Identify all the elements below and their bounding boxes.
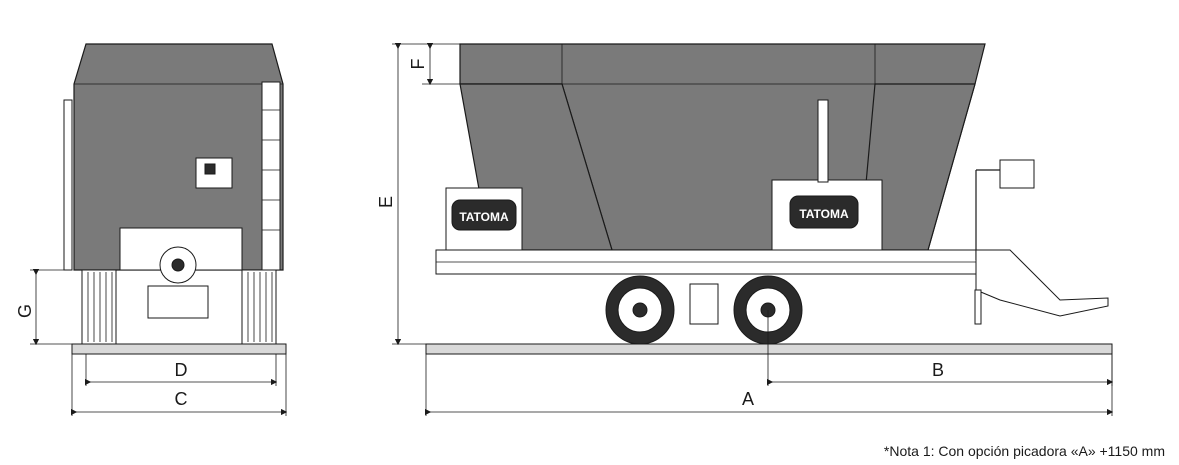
dim-label-g: G [15,304,35,318]
dimension-e: E [376,42,426,346]
dimension-a: A [424,354,1114,416]
dimension-d: D [84,354,278,386]
dim-label-a: A [742,389,754,409]
dimension-f: F [408,42,460,86]
front-ground-slab [71,343,287,355]
side-post [817,99,829,183]
side-ground-slab [425,343,1113,355]
dim-label-c: C [175,389,188,409]
logo-right: TATOMA [799,207,849,221]
side-drawbar [975,249,1109,317]
front-left-tyre [81,269,117,345]
dim-label-f: F [408,59,428,70]
front-right-tyre [241,269,277,345]
front-left-rail [63,99,73,271]
dim-label-e: E [376,196,396,208]
front-view [63,43,287,355]
side-jack-stand [974,289,982,325]
side-axle-bracket [689,283,719,325]
dimension-g: G [15,268,72,346]
dim-label-b: B [932,360,944,380]
side-view: TATOMA TATOMA [425,43,1113,355]
dimension-b: B [766,310,1114,386]
side-control-box [999,159,1035,189]
logo-left: TATOMA [459,210,509,224]
dimension-c: C [70,354,288,416]
dim-label-d: D [175,360,188,380]
footnote: *Nota 1: Con opción picadora «A» +1150 m… [883,443,1165,459]
